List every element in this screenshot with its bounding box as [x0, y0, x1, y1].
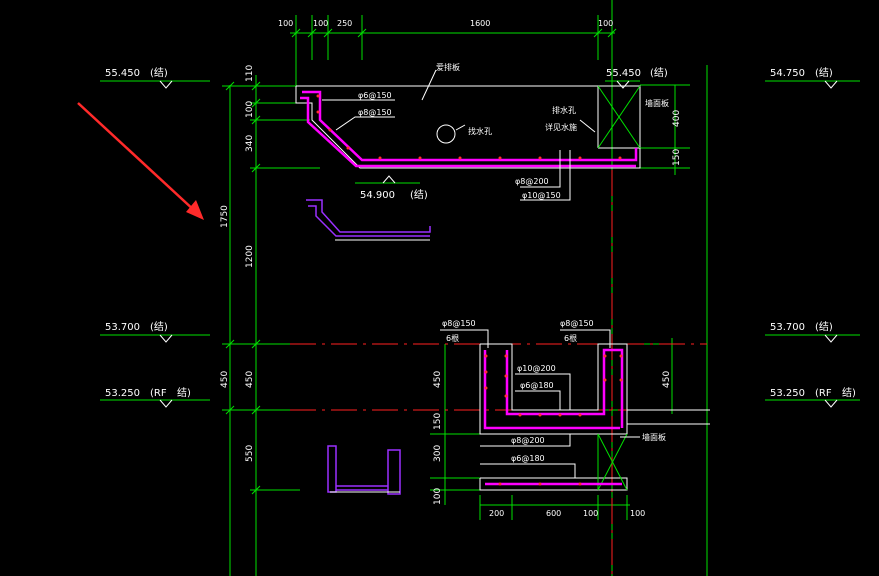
elev-53250-right-note: (RF — [815, 388, 832, 399]
dim-top-4: 1600 — [470, 19, 490, 28]
bottom-section-outline — [479, 343, 710, 491]
rebar-label-6: φ8@150 — [560, 319, 594, 328]
dim-left-450c: 450 — [433, 371, 443, 388]
dim-right-150: 150 — [672, 149, 682, 166]
elev-55450-left: 55.450 — [105, 68, 140, 79]
dim-left-100: 100 — [245, 101, 255, 118]
rebar-label-10: φ6@180 — [520, 381, 554, 390]
dim-top-5: 100 — [598, 19, 613, 28]
dim-ticks — [225, 28, 617, 495]
elev-53250-left-note: (RF — [150, 388, 167, 399]
elev-55450-right: 55.450 — [606, 68, 641, 79]
dim-left-450b: 450 — [245, 371, 255, 388]
dim-left-110: 110 — [245, 65, 255, 82]
dim-left-1200: 1200 — [245, 245, 255, 268]
rebar-label-8: 6根 — [564, 333, 577, 343]
elev-54750: 54.750 — [770, 68, 805, 79]
rebar-label-5: φ8@150 — [442, 319, 476, 328]
rebar-label-3: φ8@200 — [515, 177, 549, 186]
elev-53700-right: 53.700 — [770, 322, 805, 333]
elev-55450-left-note: (结) — [150, 66, 168, 79]
elev-53250-left: 53.250 — [105, 388, 140, 399]
dim-bottom-100a: 100 — [583, 509, 598, 518]
dim-bottom-600: 600 — [546, 509, 561, 518]
top-rebar-dots — [316, 94, 622, 160]
rebar-labels: φ6@150 φ8@150 φ8@200 φ10@150 φ8@150 φ8@1… — [358, 91, 594, 463]
rebar-label-9: φ10@200 — [517, 364, 556, 373]
elev-53700-left-note: (结) — [150, 320, 168, 333]
elev-53250-right: 53.250 — [770, 388, 805, 399]
label-weep-hole: 找水孔 — [468, 126, 492, 136]
elevation-labels: 55.450 (结) 55.450 (结) 54.750 (结) 54.900 … — [105, 66, 856, 399]
elev-53250-right-note2: 结) — [842, 386, 856, 399]
rebar-label-12: φ6@180 — [511, 454, 545, 463]
dim-left-340: 340 — [245, 135, 255, 152]
label-wall-board-bottom: 墙面板 — [642, 432, 666, 442]
label-see-water: 详见水施 — [545, 122, 577, 132]
elev-54900-note: (结) — [410, 188, 428, 201]
dim-right-400: 400 — [672, 110, 682, 127]
bottom-section-rebar — [483, 348, 624, 486]
dim-left-300: 300 — [433, 445, 443, 462]
label-board: 爱排板 — [436, 62, 460, 72]
dim-bottom-200: 200 — [489, 509, 504, 518]
detail-lower — [327, 445, 401, 495]
dim-left-1750: 1750 — [220, 205, 230, 228]
rebar-label-7: 6根 — [446, 333, 459, 343]
bottom-dimensions: 200 600 100 100 — [489, 509, 645, 518]
dim-left-550: 550 — [245, 445, 255, 462]
rebar-label-4: φ10@150 — [522, 191, 561, 200]
dim-top-1: 100 — [278, 19, 293, 28]
dim-left-100b: 100 — [433, 488, 443, 505]
detail-upper — [306, 199, 431, 241]
bottom-leaders — [440, 329, 640, 478]
elev-53250-left-note2: 结) — [177, 386, 191, 399]
top-section-outline — [295, 69, 641, 169]
rebar-label-1: φ6@150 — [358, 91, 392, 100]
dim-left-450a: 450 — [220, 371, 230, 388]
elev-54750-note: (结) — [815, 66, 833, 79]
top-dimensions: 100 100 250 1600 100 — [278, 19, 613, 28]
dim-right-450: 450 — [662, 371, 672, 388]
top-section-rebar — [300, 90, 638, 168]
elev-53700-left: 53.700 — [105, 322, 140, 333]
left-dimensions: 110 100 340 1750 1200 450 450 150 300 55… — [220, 65, 443, 505]
rebar-label-11: φ8@200 — [511, 436, 545, 445]
dim-left-150: 150 — [433, 413, 443, 430]
elev-54900: 54.900 — [360, 190, 395, 201]
dim-top-2: 100 — [313, 19, 328, 28]
dim-top-3: 250 — [337, 19, 352, 28]
elev-53700-right-note: (结) — [815, 320, 833, 333]
elevation-markers — [159, 80, 838, 408]
dim-bottom-100b: 100 — [630, 509, 645, 518]
label-wall-board-top: 墙面板 — [645, 98, 669, 108]
bottom-rebar-dots — [484, 354, 623, 486]
label-drain-hole: 排水孔 — [552, 105, 576, 115]
elev-55450-right-note: (结) — [650, 66, 668, 79]
chinese-labels: 爱排板 找水孔 排水孔 详见水施 墙面板 墙面板 — [436, 62, 669, 442]
right-dimensions: 400 150 450 — [662, 110, 682, 388]
top-leaders — [322, 99, 571, 201]
annotation-arrow — [77, 102, 204, 220]
rebar-label-2: φ8@150 — [358, 108, 392, 117]
